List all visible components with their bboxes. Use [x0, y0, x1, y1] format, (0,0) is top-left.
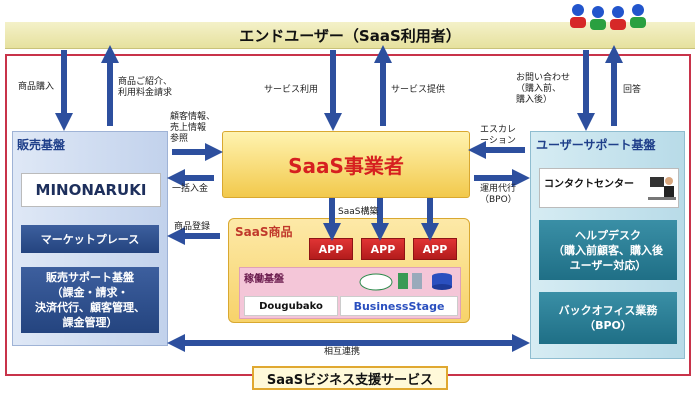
- operating-platform-box: 稼働基盤 Dougubako BusinessStage: [239, 267, 461, 319]
- user-figure-green-2: [630, 4, 646, 28]
- label-service-provide: サービス提供: [391, 85, 446, 95]
- label-purchase: 商品購入: [18, 82, 55, 92]
- businessstage-logo: BusinessStage: [340, 296, 458, 316]
- label-service-use: サービス利用: [264, 85, 319, 95]
- sales-support-box: 販売サポート基盤 （課金・請求・ 決済代行、顧客管理、 課金管理）: [21, 267, 159, 333]
- sales-platform-title: 販売基盤: [17, 138, 66, 152]
- user-figure-red: [570, 4, 586, 28]
- label-build: SaaS構築: [338, 207, 379, 217]
- label-customer-info: 顧客情報、 売上情報 参照: [170, 112, 216, 144]
- dougubako-logo: Dougubako: [244, 296, 338, 316]
- marketplace-box: マーケットプレース: [21, 225, 159, 253]
- minonaruki-logo-text: MINONARUKI: [35, 181, 147, 199]
- infrastructure-icon: [359, 273, 452, 291]
- label-product-register: 商品登録: [174, 222, 211, 232]
- sales-platform-panel: 販売基盤 MINONARUKI マーケットプレース 販売サポート基盤 （課金・請…: [12, 131, 168, 346]
- operating-platform-title: 稼働基盤: [244, 274, 284, 285]
- helpdesk-box: ヘルプデスク （購入前顧客、購入後 ユーザー対応）: [539, 220, 677, 280]
- user-support-panel: ユーザーサポート基盤 コンタクトセンター ヘルプデスク （購入前顧客、購入後 ユ…: [530, 131, 685, 359]
- contact-center-label: コンタクトセンター: [544, 179, 634, 190]
- contact-center-box: コンタクトセンター: [539, 168, 679, 208]
- minonaruki-logo: MINONARUKI: [21, 173, 161, 207]
- label-intro: 商品ご紹介、 利用料金請求: [118, 77, 173, 98]
- saas-business-support-label: SaaSビジネス支援サービス: [252, 366, 448, 390]
- user-figure-green: [590, 6, 606, 30]
- user-support-title: ユーザーサポート基盤: [536, 138, 656, 152]
- label-bpo: 運用代行 （BPO）: [480, 184, 517, 205]
- saas-product-title: SaaS商品: [235, 225, 293, 239]
- saas-company-box: SaaS事業者: [222, 131, 470, 198]
- businessstage-text: BusinessStage: [353, 299, 445, 313]
- label-inquiry: お問い合わせ （購入前、 購入後）: [516, 73, 571, 105]
- users-icon: [570, 4, 646, 30]
- label-lump-sum: 一括入金: [172, 184, 209, 194]
- label-mutual: 相互連携: [324, 347, 361, 357]
- operator-icon: [648, 177, 676, 200]
- back-office-box: バックオフィス業務 （BPO）: [539, 292, 677, 344]
- user-figure-red-2: [610, 6, 626, 30]
- label-escalation: エスカレ ーション: [480, 125, 517, 146]
- label-answer: 回答: [623, 85, 642, 95]
- dougubako-text: Dougubako: [259, 300, 323, 312]
